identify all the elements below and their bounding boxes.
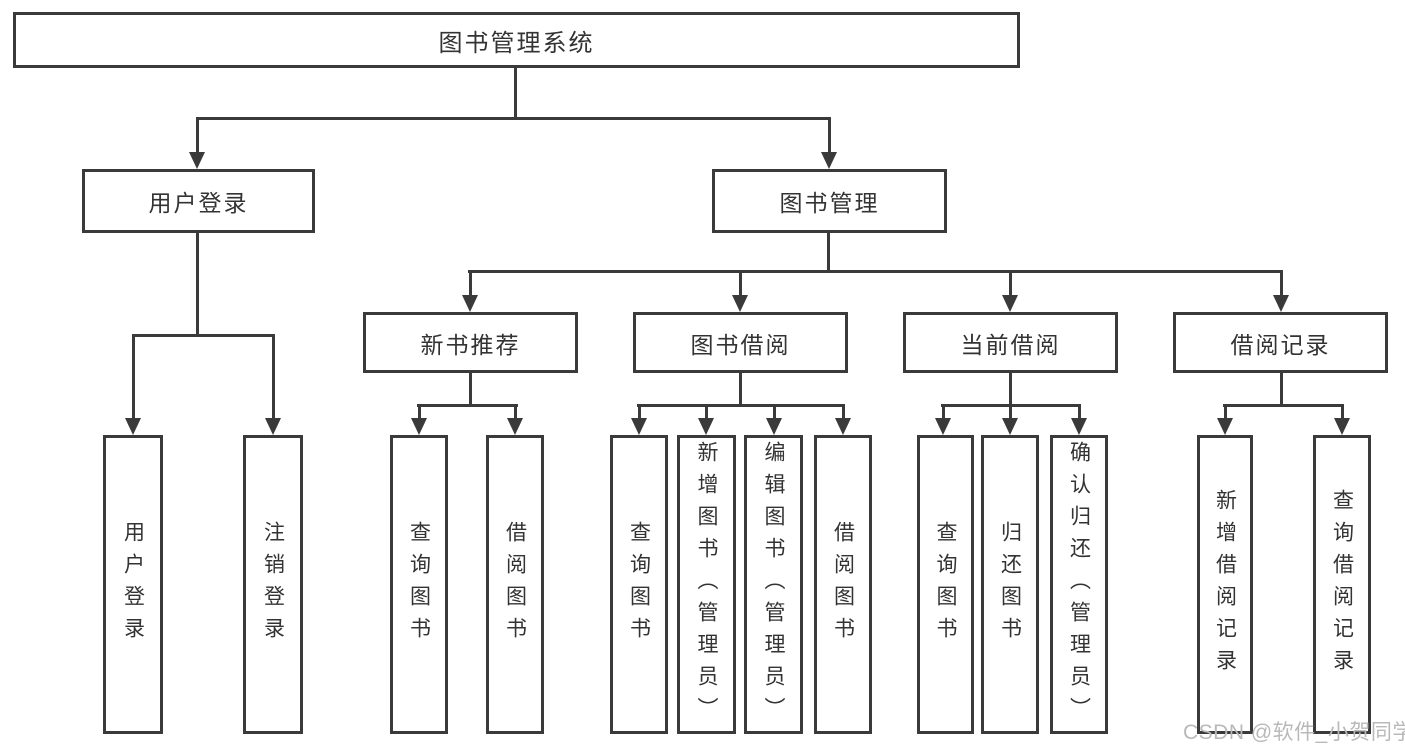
leaf-user-login: 用户登录 <box>103 435 163 734</box>
arrow-down-icon <box>821 152 837 169</box>
connector-line <box>514 66 517 120</box>
arrow-down-icon <box>698 418 714 435</box>
leaf-logout: 注销登录 <box>243 435 303 734</box>
connector-line <box>196 231 199 337</box>
connector-line <box>1009 270 1012 297</box>
connector-line <box>132 334 275 337</box>
connector-line <box>1223 404 1344 407</box>
node-borrowing-records: 借阅记录 <box>1173 312 1388 373</box>
connector-line <box>1224 404 1227 420</box>
arrow-down-icon <box>1273 295 1289 312</box>
connector-line <box>1280 371 1283 407</box>
arrow-down-icon <box>265 418 281 435</box>
arrow-down-icon <box>1002 295 1018 312</box>
arrow-down-icon <box>732 295 748 312</box>
connector-line <box>514 404 517 420</box>
connector-line <box>773 404 776 420</box>
arrow-down-icon <box>766 418 782 435</box>
connector-line <box>196 117 199 154</box>
leaf-query-borrow-record: 查询借阅记录 <box>1313 435 1371 734</box>
leaf-add-books-admin: 新增图书（管理员） <box>677 435 736 734</box>
connector-line <box>1341 404 1344 420</box>
connector-line <box>942 404 945 420</box>
connector-line <box>417 404 518 407</box>
leaf-query-books-borrow: 查询图书 <box>610 435 668 734</box>
arrow-down-icon <box>835 418 851 435</box>
arrow-down-icon <box>1217 418 1233 435</box>
connector-line <box>469 270 472 297</box>
arrow-down-icon <box>1071 418 1087 435</box>
node-new-book-recommend: 新书推荐 <box>363 312 578 373</box>
leaf-edit-books-admin: 编辑图书（管理员） <box>744 435 803 734</box>
leaf-query-books-recommend: 查询图书 <box>390 435 448 734</box>
leaf-confirm-return-admin: 确认归还（管理员） <box>1050 435 1108 734</box>
leaf-borrow-books: 借阅图书 <box>814 435 872 734</box>
leaf-return-books: 归还图书 <box>981 435 1039 734</box>
connector-line <box>705 404 708 420</box>
node-book-management: 图书管理 <box>712 169 947 233</box>
connector-line <box>468 270 1282 273</box>
connector-line <box>196 117 831 120</box>
leaf-borrow-books-recommend: 借阅图书 <box>486 435 544 734</box>
leaf-query-books-current: 查询图书 <box>917 435 974 734</box>
node-book-borrowing: 图书借阅 <box>633 312 848 373</box>
connector-line <box>739 270 742 297</box>
connector-line <box>1009 404 1012 420</box>
connector-line <box>1009 371 1012 407</box>
arrow-down-icon <box>1002 418 1018 435</box>
connector-line <box>132 334 135 420</box>
arrow-down-icon <box>462 295 478 312</box>
connector-line <box>828 117 831 154</box>
arrow-down-icon <box>125 418 141 435</box>
arrow-down-icon <box>189 152 205 169</box>
connector-line <box>739 371 742 407</box>
connector-line <box>638 404 641 420</box>
arrow-down-icon <box>935 418 951 435</box>
node-user-login: 用户登录 <box>82 169 315 233</box>
arrow-down-icon <box>631 418 647 435</box>
node-current-borrowing: 当前借阅 <box>903 312 1118 373</box>
connector-line <box>637 404 845 407</box>
node-root-system: 图书管理系统 <box>13 12 1020 68</box>
connector-line <box>418 404 421 420</box>
connector-line <box>272 334 275 420</box>
connector-line <box>842 404 845 420</box>
connector-line <box>1280 270 1283 297</box>
arrow-down-icon <box>507 418 523 435</box>
arrow-down-icon <box>411 418 427 435</box>
connector-line <box>827 231 830 273</box>
connector-line <box>469 371 472 407</box>
connector-line <box>1078 404 1081 420</box>
arrow-down-icon <box>1334 418 1350 435</box>
csdn-watermark: CSDN @软件_小贺同学 <box>1183 721 1405 744</box>
leaf-add-borrow-record: 新增借阅记录 <box>1197 435 1253 734</box>
